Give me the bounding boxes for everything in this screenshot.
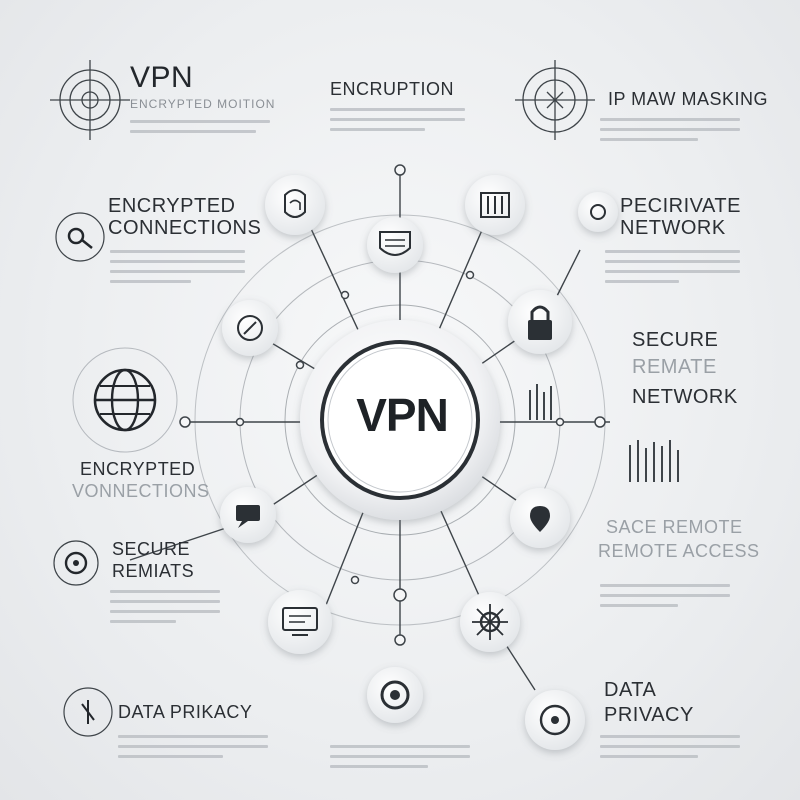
title-label: VPN	[130, 61, 194, 94]
key-icon	[55, 212, 105, 262]
signal-bars	[529, 384, 679, 482]
secure-remote-access-description	[600, 584, 730, 614]
target-bottom-right-icon	[525, 690, 585, 750]
secure-remote-network-label-3: NETWORK	[632, 386, 738, 408]
fingerprint-icon	[265, 175, 325, 235]
compass-icon	[515, 60, 595, 140]
secure-remote-network-label-1: SECURE	[632, 329, 719, 351]
power-icon	[63, 687, 113, 737]
title-description	[130, 120, 270, 140]
location-icon	[510, 488, 570, 548]
ip-masking-description	[600, 118, 740, 148]
refresh-icon	[367, 667, 423, 723]
encrypted-connections-top-label-2: CONNECTIONS	[108, 217, 262, 239]
private-network-description	[605, 250, 740, 290]
vpn-hub	[300, 320, 500, 520]
network-icon	[460, 592, 520, 652]
encrypted-connections-top-label-1: ENCRYPTED	[108, 195, 236, 217]
eye-icon	[578, 192, 618, 232]
secure-remote-access-label-1: SACE REMOTE	[606, 517, 743, 537]
data-privacy-left-description	[118, 735, 268, 765]
lock-icon	[508, 290, 572, 354]
data-privacy-right-label-1: DATA	[604, 679, 657, 701]
data-privacy-right-label-2: PRIVACY	[604, 704, 694, 726]
encrypted-connections-top-description	[110, 250, 245, 290]
private-network-label-1: PECIRIVATE	[620, 195, 741, 217]
encryption-label: ENCRUPTION	[330, 79, 455, 99]
compass-node-icon	[222, 300, 278, 356]
encryption-description	[330, 108, 465, 138]
secure-remats-description	[110, 590, 220, 630]
secure-remote-access-label-2: REMOTE ACCESS	[598, 541, 760, 561]
target-icon	[50, 60, 130, 140]
monitor-icon	[268, 590, 332, 654]
bottom-center-description	[330, 745, 470, 775]
connector-nodes	[179, 164, 606, 646]
data-privacy-right-description	[600, 735, 740, 765]
wifi-icon	[53, 540, 99, 586]
server-icon	[465, 175, 525, 235]
title-sub-label: ENCRYPTED MOITION	[130, 97, 276, 111]
globe-icon	[72, 347, 178, 453]
secure-remats-label-1: SECURE	[112, 539, 191, 559]
center-vpn-label: VPN	[356, 389, 449, 441]
ip-masking-label: IP MAW MASKING	[608, 89, 769, 109]
encrypted-connections-mid-label-1: ENCRYPTED	[80, 459, 196, 479]
secure-remote-network-label-2: REMATE	[632, 356, 717, 378]
data-privacy-left-label: DATA PRIKACY	[118, 702, 253, 722]
chat-icon	[220, 487, 276, 543]
private-network-label-2: NETWORK	[620, 217, 726, 239]
encrypted-connections-mid-label-2: VONNECTIONS	[72, 481, 210, 501]
shield-icon	[367, 217, 423, 273]
secure-remats-label-2: REMIATS	[112, 561, 195, 581]
